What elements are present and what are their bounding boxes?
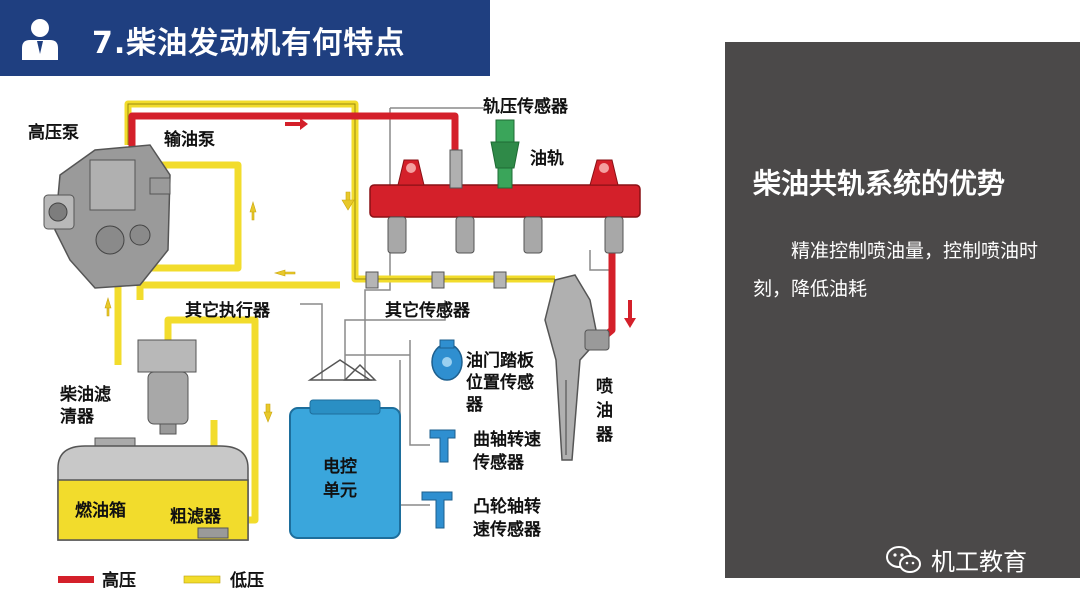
brand-name: 机工教育 bbox=[931, 548, 1027, 576]
return-line-fittings bbox=[365, 271, 507, 289]
label-injector-1: 喷 bbox=[596, 377, 613, 397]
label-other-actuators: 其它执行器 bbox=[185, 300, 271, 321]
label-crank-1: 曲轴转速 bbox=[473, 429, 541, 450]
page-title: 7.柴油发动机有何特点 bbox=[92, 26, 406, 61]
diagram-labels: 高压泵 输油泵 轨压传感器 油轨 其它执行器 其它传感器 油门踏板 位置传感 器… bbox=[28, 96, 614, 540]
signal-wires bbox=[300, 107, 613, 506]
legend: 高压 低压 bbox=[58, 570, 264, 591]
label-cam-2: 速传感器 bbox=[473, 519, 542, 540]
label-throttle-1: 油门踏板 bbox=[466, 350, 535, 371]
high-pressure-pump bbox=[43, 144, 171, 289]
legend-swatch-high bbox=[58, 576, 94, 583]
label-rail-pressure-sensor: 轨压传感器 bbox=[483, 96, 569, 117]
label-high-pressure-pump: 高压泵 bbox=[28, 122, 79, 143]
common-rail-diagram: 高压泵 输油泵 轨压传感器 油轨 其它执行器 其它传感器 油门踏板 位置传感 器… bbox=[28, 96, 641, 591]
throttle-sensor bbox=[431, 339, 463, 381]
fuel-tank bbox=[57, 437, 249, 541]
label-injector-2: 油 bbox=[596, 400, 613, 421]
flow-arrows bbox=[104, 118, 636, 423]
label-cam-1: 凸轮轴转 bbox=[473, 496, 541, 517]
legend-high: 高压 bbox=[102, 570, 136, 591]
wechat-icon bbox=[886, 545, 921, 573]
cam-sensor bbox=[421, 491, 453, 529]
label-crank-2: 传感器 bbox=[472, 452, 525, 473]
brand-badge: 机工教育 bbox=[885, 542, 1027, 577]
crank-sensor bbox=[429, 429, 456, 463]
label-ecu-1: 电控 bbox=[323, 456, 357, 477]
label-ecu-2: 单元 bbox=[323, 480, 357, 501]
label-tank: 燃油箱 bbox=[75, 500, 126, 521]
legend-low: 低压 bbox=[229, 570, 264, 591]
panel-body: 精准控制喷油量，控制喷油时刻，降低油耗 bbox=[753, 240, 1039, 300]
user-icon bbox=[22, 19, 58, 60]
label-throttle-2: 位置传感 bbox=[466, 372, 534, 393]
label-throttle-3: 器 bbox=[465, 395, 484, 415]
advantage-panel: 柴油共轨系统的优势 精准控制喷油量，控制喷油时刻，降低油耗 机工教育 bbox=[725, 42, 1080, 578]
rail-pressure-sensor bbox=[490, 119, 520, 189]
label-filter-2: 清器 bbox=[60, 406, 95, 427]
rail-injector-ports bbox=[387, 216, 624, 254]
label-other-sensors: 其它传感器 bbox=[385, 300, 471, 321]
injector bbox=[544, 274, 610, 461]
label-fuel-rail: 油轨 bbox=[530, 148, 564, 169]
low-pressure-outline bbox=[127, 103, 555, 280]
title-bar: 7.柴油发动机有何特点 bbox=[0, 0, 490, 76]
panel-heading: 柴油共轨系统的优势 bbox=[753, 167, 1006, 200]
label-coarse-filter: 粗滤器 bbox=[170, 506, 222, 527]
label-filter-1: 柴油滤 bbox=[59, 384, 111, 405]
fuel-filter bbox=[137, 339, 197, 435]
label-injector-3: 器 bbox=[595, 425, 614, 445]
label-feed-pump: 输油泵 bbox=[164, 129, 215, 150]
ecu bbox=[289, 359, 401, 539]
legend-swatch-low bbox=[183, 575, 221, 584]
